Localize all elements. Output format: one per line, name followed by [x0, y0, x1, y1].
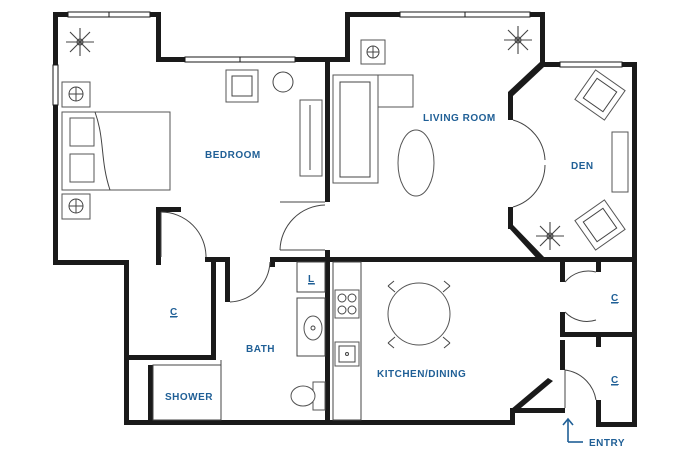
- room-label-kitchen-dining: KITCHEN/DINING: [377, 369, 466, 380]
- armchair-icon: [574, 199, 626, 251]
- linen-closet: [296, 261, 326, 293]
- vanity: [296, 297, 326, 357]
- room-label-den: DEN: [571, 161, 594, 172]
- entry-marker: ENTRY: [562, 417, 625, 449]
- linen-closet-label: L: [308, 274, 315, 285]
- chairs: [387, 280, 451, 349]
- nightstand-lamp-bottom: [61, 193, 91, 220]
- entry-label: ENTRY: [589, 438, 625, 449]
- room-label-bedroom: BEDROOM: [205, 150, 261, 161]
- dining-table: [387, 282, 451, 346]
- coffee-table: [397, 129, 435, 197]
- doors: [160, 119, 597, 408]
- closet-label-right-upper: C: [611, 293, 619, 304]
- room-labels: BEDROOM LIVING ROOM DEN KITCHEN/DINING B…: [165, 113, 619, 403]
- living-furniture: [332, 26, 532, 197]
- room-label-bath: BATH: [246, 344, 275, 355]
- sink-icon: [334, 341, 360, 367]
- plant-icon: [66, 28, 94, 56]
- stove-icon: [334, 289, 360, 319]
- plant-icon: [536, 222, 564, 250]
- dresser: [299, 99, 323, 177]
- armchair-icon: [225, 69, 259, 103]
- closet-label-right-lower: C: [611, 375, 619, 386]
- room-label-shower: SHOWER: [165, 392, 213, 403]
- sink-icon: [303, 315, 323, 341]
- bath-fixtures: [152, 261, 326, 421]
- windows: [52, 11, 623, 106]
- desk: [611, 131, 629, 193]
- armchair-icon: [574, 69, 626, 121]
- label-underlines: [170, 283, 618, 386]
- side-table: [272, 71, 294, 93]
- bedroom-furniture: [61, 28, 323, 220]
- kitchen-furniture: [332, 261, 451, 421]
- plant-icon: [504, 26, 532, 54]
- toilet-icon: [290, 381, 326, 411]
- closet-label-bedroom: C: [170, 307, 178, 318]
- den-furniture: [536, 69, 629, 251]
- counter: [332, 261, 362, 421]
- room-label-living-room: LIVING ROOM: [423, 113, 496, 124]
- entry-arrow-icon: [562, 417, 583, 443]
